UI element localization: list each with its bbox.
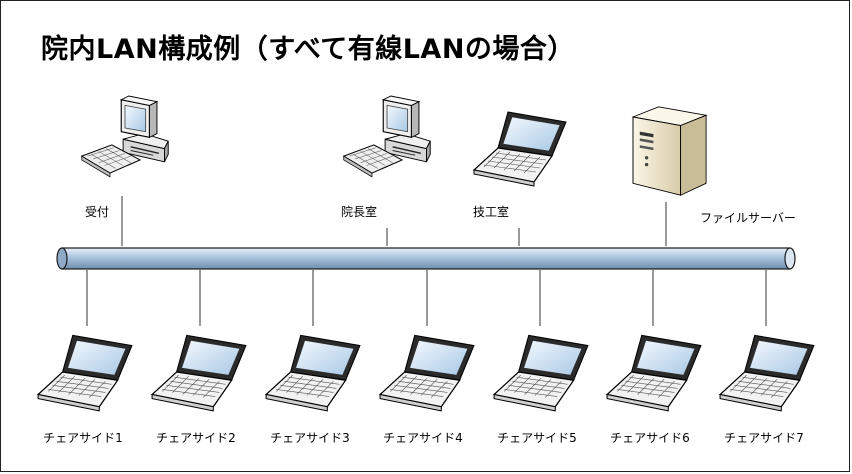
node-label-lab-room: 技工室 bbox=[472, 205, 510, 219]
desktop-pc-icon bbox=[343, 95, 431, 178]
node-label-file-server: ファイルサーバー bbox=[700, 211, 796, 225]
page-title: 院内LAN構成例（すべて有線LANの場合） bbox=[41, 34, 575, 65]
node-label-chairside-4: チェアサイド4 bbox=[383, 431, 463, 445]
bottom-connections bbox=[86, 270, 767, 326]
laptop-icon bbox=[493, 334, 589, 412]
node-label-chairside-2: チェアサイド2 bbox=[156, 431, 236, 445]
node-label-chairside-6: チェアサイド6 bbox=[610, 431, 690, 445]
lan-backbone bbox=[56, 247, 796, 270]
laptop-icon bbox=[37, 334, 133, 412]
node-label-chairside-1: チェアサイド1 bbox=[43, 431, 123, 445]
node-label-chairside-7: チェアサイド7 bbox=[724, 431, 804, 445]
node-label-director-room: 院長室 bbox=[340, 205, 378, 219]
node-label-chairside-5: チェアサイド5 bbox=[497, 431, 577, 445]
node-label-reception: 受付 bbox=[84, 205, 110, 219]
laptop-icon bbox=[265, 334, 361, 412]
laptop-icon bbox=[379, 334, 475, 412]
laptop-icon bbox=[151, 334, 247, 412]
top-connections bbox=[121, 196, 667, 246]
laptop-icon bbox=[606, 334, 702, 412]
laptop-icon bbox=[719, 334, 815, 412]
server-icon bbox=[632, 106, 707, 196]
node-label-chairside-3: チェアサイド3 bbox=[270, 431, 350, 445]
desktop-pc-icon bbox=[81, 95, 169, 178]
laptop-icon bbox=[473, 111, 567, 187]
